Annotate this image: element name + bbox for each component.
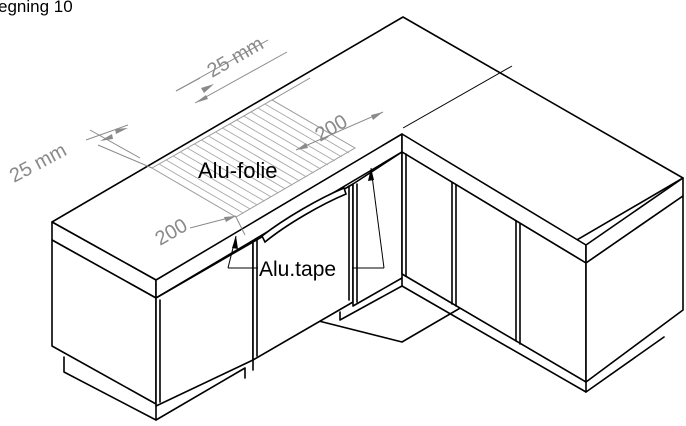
dim-top-margin: 25 mm [204,33,268,83]
foil-hatch-line [243,115,328,166]
dim-left-margin: 25 mm [6,139,70,187]
foil-hatch-line [194,143,279,194]
foil-hatch-line [187,147,272,198]
tape-callouts [227,167,385,269]
figure-caption: egning 10 [0,0,73,16]
foil-hatch-line [229,123,314,174]
foil-hatch-line [172,155,258,206]
foil-hatch-line [208,135,293,186]
tape-label: Alu.tape [259,258,336,281]
foil-hatch-line [250,111,336,162]
right-run-cabinets [401,151,684,383]
left-cabinet [51,239,254,407]
foil-hatch-line [201,139,286,190]
foil-label: Alu-folie [198,158,277,183]
dimension-lines [85,39,384,236]
foil-hatch-line [257,107,343,158]
foil-hatch-line [264,103,350,154]
foil-hatch-line [215,131,300,182]
foil-hatch-line [222,127,307,178]
plinth [63,277,665,421]
foil-hatch-line [158,163,244,214]
foil-hatch-line [165,159,251,210]
dishwasher-handle [260,186,347,244]
foil-hatch-line [236,119,321,170]
foil-area [150,99,356,218]
foil-hatch-line [180,151,265,202]
